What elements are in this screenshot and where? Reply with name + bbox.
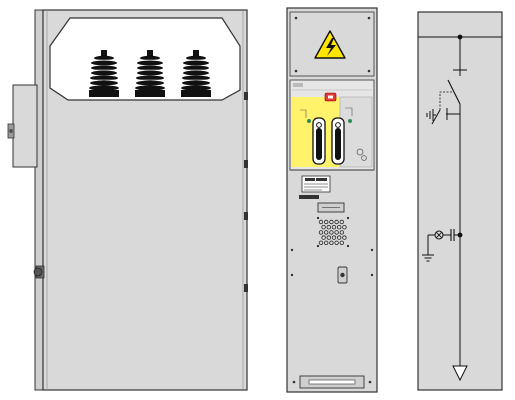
vent-hole: [334, 230, 339, 235]
bushing-insulator-icon: [181, 50, 211, 97]
high-voltage-warning-icon: [314, 30, 346, 59]
vent-hole: [321, 224, 326, 230]
vent-hole: [334, 219, 339, 225]
vent-hole: [334, 240, 339, 245]
vent-bolt: [316, 216, 320, 220]
vent-bolt: [316, 244, 320, 248]
vent-hole: [318, 240, 324, 245]
gear-icon: [356, 148, 367, 161]
vent-hole: [331, 235, 337, 240]
vent-hole: [331, 224, 337, 230]
voltage-indicator-icon: [427, 230, 444, 255]
status-badge-icon: [324, 92, 337, 102]
vent-hole: [339, 230, 344, 235]
single-line-diagram: [417, 11, 503, 391]
vent-hole: [324, 230, 329, 235]
bushing-insulator-icon: [135, 50, 165, 97]
side-view: [7, 9, 248, 391]
bushing-insulator-icon: [89, 50, 119, 97]
cable-arrow-icon: [452, 365, 468, 382]
vent-hole: [329, 240, 334, 245]
capacitor-icon: [443, 229, 460, 241]
front-view: [286, 7, 378, 393]
vent-hole: [342, 224, 347, 230]
vent-hole: [326, 224, 331, 230]
vent-hole: [342, 235, 347, 240]
disconnector-icon: [447, 69, 467, 105]
vent-hole: [326, 235, 331, 240]
vent-hole: [318, 219, 324, 225]
earth-switch-icon: [426, 108, 460, 125]
lock-icon: [337, 266, 348, 284]
vent-hole: [337, 235, 342, 240]
vent-bolt: [346, 244, 350, 248]
vent-hole: [324, 240, 329, 245]
vent-grid: [316, 216, 350, 248]
nameplate: [301, 175, 331, 193]
vent-hole: [321, 235, 326, 240]
switch-handle-icon: [312, 117, 326, 165]
vent-hole: [339, 240, 344, 245]
vent-hole: [339, 219, 344, 225]
vent-bolt: [346, 216, 350, 220]
side-handle-icon: [33, 265, 45, 279]
vent-hole: [329, 219, 334, 225]
vent-hole: [324, 219, 329, 225]
vent-hole: [337, 224, 342, 230]
side-mechanism-box: [12, 84, 38, 168]
switch-handle-icon: [331, 117, 345, 165]
vent-hole: [318, 230, 324, 235]
vent-hole: [329, 230, 334, 235]
ground-icon: [422, 254, 434, 262]
